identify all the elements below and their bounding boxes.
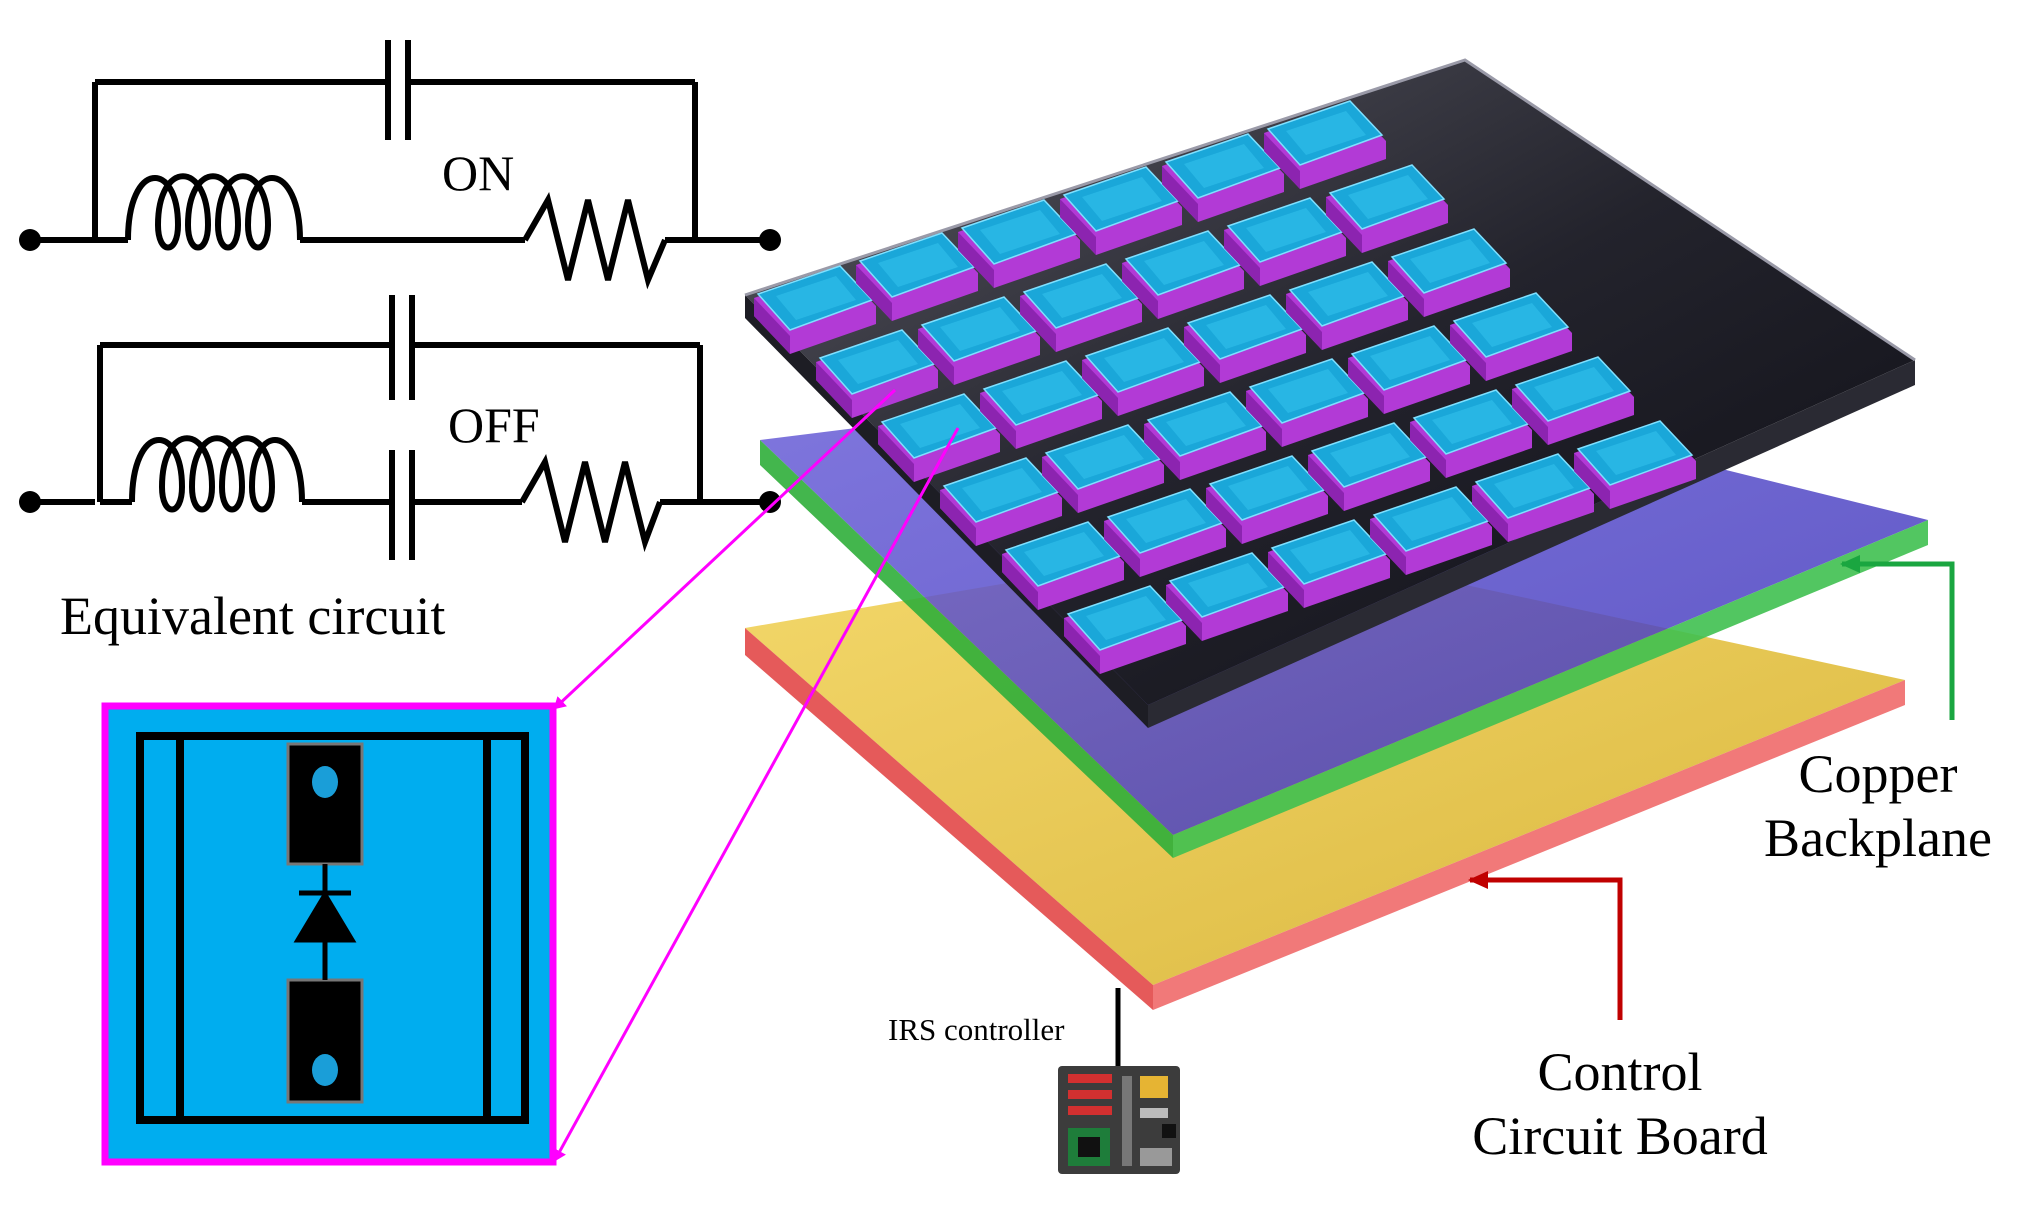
unit-cell — [1162, 133, 1284, 222]
unit-cell — [1064, 585, 1186, 674]
unit-cell — [856, 232, 978, 321]
capacitor-icon — [389, 295, 415, 400]
unit-cell — [1144, 391, 1266, 480]
inductor-icon — [129, 435, 305, 513]
unit-cell — [1348, 325, 1470, 414]
unit-cell — [1410, 389, 1532, 478]
on-circuit — [19, 40, 781, 290]
unit-cell — [1002, 521, 1124, 610]
unit-cell — [958, 199, 1080, 288]
off-circuit — [19, 295, 781, 560]
diode-icon — [293, 864, 357, 980]
unit-cell — [1370, 486, 1492, 575]
capacitor-icon — [389, 450, 415, 560]
equivalent-circuit-caption: Equivalent circuit — [60, 586, 446, 646]
capacitor-icon — [385, 40, 411, 140]
copper-label-line2: Backplane — [1764, 808, 1992, 868]
resistor-icon — [522, 192, 668, 290]
copper-arrow — [1840, 555, 1955, 720]
inductor-icon — [125, 173, 303, 251]
control-arrow — [1468, 871, 1623, 1020]
unit-cell — [1082, 327, 1204, 416]
unit-cell — [1308, 422, 1430, 511]
unit-cell — [918, 296, 1040, 385]
unit-cell — [1060, 166, 1182, 255]
unit-cell — [1388, 228, 1510, 317]
unit-cell-grid — [754, 100, 1696, 674]
unit-cell — [1472, 453, 1594, 542]
unit-cell — [940, 457, 1062, 546]
unit-cell — [1512, 356, 1634, 445]
copper-backplane-label: Copper Backplane — [1758, 742, 1998, 870]
control-label-line1: Control — [1537, 1042, 1703, 1102]
control-board-label: Control Circuit Board — [1450, 1040, 1790, 1168]
on-label: ON — [442, 145, 514, 201]
unit-cell — [1184, 294, 1306, 383]
via-icon — [312, 1054, 338, 1086]
unit-cell — [1166, 552, 1288, 641]
pad-bottom — [286, 978, 364, 1104]
terminal-dot-icon — [19, 491, 41, 513]
off-label: OFF — [448, 397, 540, 453]
via-icon — [312, 766, 338, 798]
pcb-module-icon — [1058, 1066, 1180, 1174]
unit-cell — [1020, 263, 1142, 352]
unit-cell — [1450, 292, 1572, 381]
unit-cell-zoom — [101, 702, 557, 1166]
pad-top — [286, 742, 364, 866]
irs-controller-label: IRS controller — [888, 1012, 1065, 1047]
resistor-icon — [519, 454, 663, 553]
unit-cell — [754, 265, 876, 354]
control-label-line2: Circuit Board — [1472, 1106, 1768, 1166]
unit-cell — [1246, 358, 1368, 447]
unit-cell — [1224, 197, 1346, 286]
unit-cell — [1206, 455, 1328, 544]
unit-cell — [1286, 261, 1408, 350]
unit-cell — [980, 360, 1102, 449]
unit-cell — [1042, 424, 1164, 513]
terminal-dot-icon — [19, 229, 41, 251]
unit-cell — [878, 393, 1000, 482]
unit-cell — [1264, 100, 1386, 189]
unit-cell — [1122, 230, 1244, 319]
unit-cell — [1104, 488, 1226, 577]
unit-cell — [1326, 164, 1448, 253]
unit-cell — [1268, 519, 1390, 608]
unit-cell — [816, 329, 938, 418]
zoom-lines — [553, 388, 960, 1162]
copper-label-line1: Copper — [1798, 744, 1958, 804]
unit-cell — [1574, 420, 1696, 509]
